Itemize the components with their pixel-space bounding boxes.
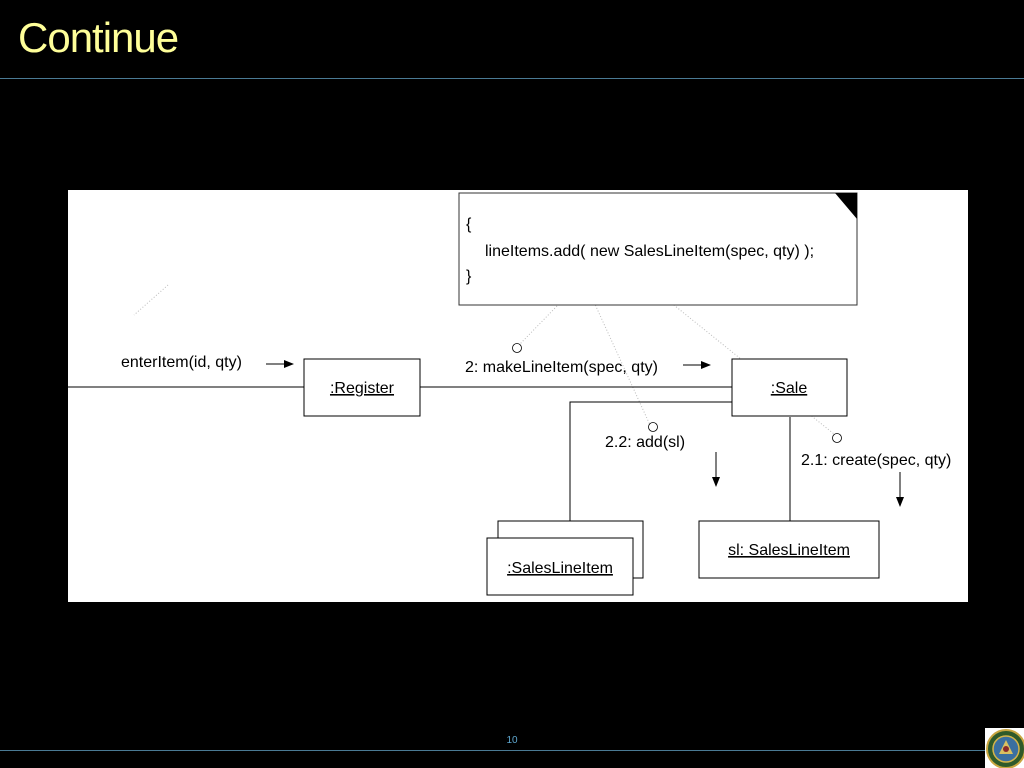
note-box bbox=[458, 192, 858, 306]
university-seal-icon bbox=[985, 728, 1024, 768]
sale-label: :Sale bbox=[771, 380, 808, 397]
slide-title: Continue bbox=[18, 14, 179, 61]
message-enteritem: enterItem(id, qty) bbox=[121, 354, 242, 371]
note-line-2: lineItems.add( new SalesLineItem(spec, q… bbox=[485, 243, 814, 260]
register-label: :Register bbox=[330, 380, 395, 397]
title-divider bbox=[0, 78, 1024, 79]
message-create: 2.1: create(spec, qty) bbox=[801, 452, 951, 469]
register-box bbox=[303, 358, 421, 417]
message-add: 2.2: add(sl) bbox=[605, 434, 685, 451]
collaboration-diagram: { lineItems.add( new SalesLineItem(spec,… bbox=[68, 190, 968, 602]
sl-object: sl: SalesLineItem bbox=[698, 520, 880, 579]
note-anchor-line bbox=[519, 305, 558, 345]
register-object: :Register bbox=[303, 358, 421, 417]
diagram-svg: { lineItems.add( new SalesLineItem(spec,… bbox=[68, 192, 951, 596]
code-note: { lineItems.add( new SalesLineItem(spec,… bbox=[458, 192, 858, 306]
sale-box bbox=[731, 358, 848, 417]
note-anchor-line bbox=[133, 284, 169, 316]
anchor-circle-icon bbox=[512, 343, 522, 353]
footer-divider bbox=[0, 750, 985, 751]
message-makelineitem: 2: makeLineItem(spec, qty) bbox=[465, 359, 658, 376]
note-line-3: } bbox=[466, 268, 472, 285]
note-line-1: { bbox=[466, 216, 472, 233]
sale-saleslineitem-link bbox=[569, 401, 732, 521]
note-anchor-line bbox=[612, 255, 835, 435]
anchor-circle-icon bbox=[832, 433, 842, 443]
sl-box bbox=[698, 520, 880, 579]
saleslineitem-label: :SalesLineItem bbox=[507, 560, 613, 577]
anchor-circle-icon bbox=[648, 422, 658, 432]
page-number: 10 bbox=[506, 735, 518, 746]
multiobject-front-box bbox=[486, 537, 634, 596]
sale-object: :Sale bbox=[731, 358, 848, 417]
saleslineitem-multiobject: :SalesLineItem bbox=[486, 520, 644, 596]
note-folded-corner bbox=[835, 193, 857, 219]
sl-label: sl: SalesLineItem bbox=[728, 542, 850, 559]
